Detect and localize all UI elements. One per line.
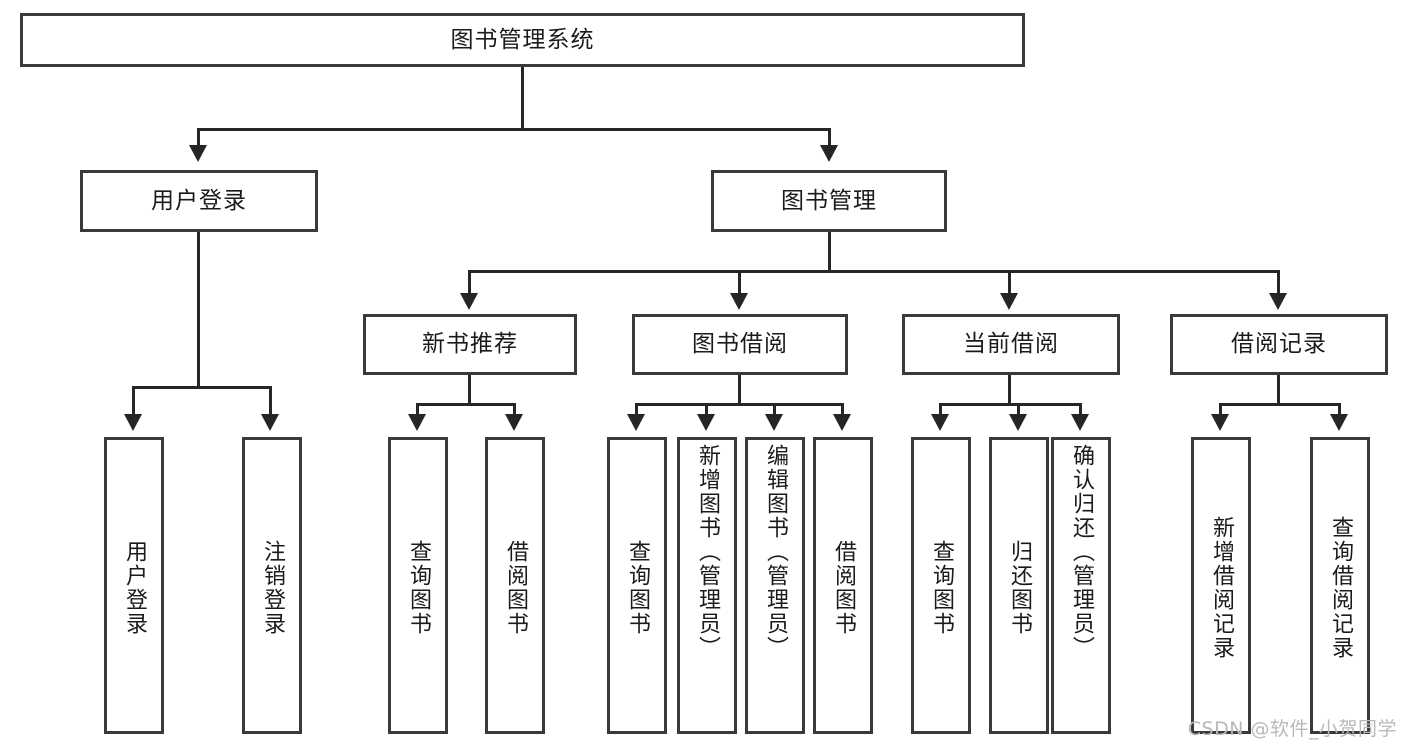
connector-root-bus	[197, 128, 831, 131]
node-book-management-label: 图书管理	[781, 187, 877, 214]
connector-bookmgmt-to-current	[1008, 270, 1011, 294]
arrowhead-records-to-leaf2	[1330, 414, 1348, 431]
connector-borrow-bus	[635, 403, 843, 406]
connector-current-to-leaf1	[939, 403, 942, 415]
connector-newbook-to-leaf2	[513, 403, 516, 415]
leaf-logout[interactable]: 注销登录	[242, 437, 302, 734]
node-root-label: 图书管理系统	[450, 26, 595, 53]
node-book-management[interactable]: 图书管理	[711, 170, 947, 232]
leaf-query-books-recommend[interactable]: 查询图书	[388, 437, 448, 734]
connector-login-to-leaf2	[269, 386, 272, 415]
arrowhead-borrow-to-leaf2	[697, 414, 715, 431]
connector-borrow-stem	[738, 375, 741, 405]
node-book-borrow-label: 图书借阅	[692, 331, 788, 358]
leaf-logout-label: 注销登录	[259, 539, 285, 636]
arrowhead-current-to-leaf1	[931, 414, 949, 431]
connector-records-to-leaf1	[1219, 403, 1222, 415]
arrowhead-login-to-leaf1	[124, 414, 142, 431]
leaf-edit-book-admin[interactable]: 编辑图书（管理员）	[745, 437, 805, 734]
arrowhead-current-to-leaf3	[1071, 414, 1089, 431]
leaf-query-borrow-record[interactable]: 查询借阅记录	[1310, 437, 1370, 734]
node-book-borrow[interactable]: 图书借阅	[632, 314, 848, 375]
node-borrow-records[interactable]: 借阅记录	[1170, 314, 1388, 375]
arrowhead-newbook-to-leaf2	[505, 414, 523, 431]
arrowhead-bookmgmt-to-current	[1000, 293, 1018, 310]
connector-newbook-bus	[416, 403, 515, 406]
leaf-add-book-admin[interactable]: 新增图书（管理员）	[677, 437, 737, 734]
connector-root-stem	[521, 67, 524, 130]
connector-bookmgmt-to-newbook	[468, 270, 471, 294]
arrowhead-borrow-to-leaf1	[627, 414, 645, 431]
connector-records-bus	[1219, 403, 1341, 406]
connector-root-to-login	[197, 128, 200, 147]
connector-newbook-to-leaf1	[416, 403, 419, 415]
connector-root-to-bookmgmt	[828, 128, 831, 147]
arrowhead-bookmgmt-to-records	[1269, 293, 1287, 310]
leaf-query-borrow-record-label: 查询借阅记录	[1327, 515, 1353, 660]
connector-bookmgmt-to-borrow	[738, 270, 741, 294]
arrowhead-records-to-leaf1	[1211, 414, 1229, 431]
leaf-query-books-recommend-label: 查询图书	[405, 539, 431, 636]
arrowhead-current-to-leaf2	[1009, 414, 1027, 431]
leaf-borrow-books-recommend-label: 借阅图书	[502, 539, 528, 636]
node-borrow-records-label: 借阅记录	[1231, 331, 1327, 358]
connector-current-to-leaf3	[1079, 403, 1082, 415]
node-root[interactable]: 图书管理系统	[20, 13, 1025, 67]
leaf-query-books-current[interactable]: 查询图书	[911, 437, 971, 734]
connector-borrow-to-leaf3	[773, 403, 776, 415]
connector-current-to-leaf2	[1017, 403, 1020, 415]
connector-current-stem	[1008, 375, 1011, 405]
leaf-query-books-borrow-label: 查询图书	[624, 539, 650, 636]
arrowhead-newbook-to-leaf1	[408, 414, 426, 431]
leaf-borrow-books[interactable]: 借阅图书	[813, 437, 873, 734]
connector-bookmgmt-bus	[468, 270, 1280, 273]
connector-records-to-leaf2	[1338, 403, 1341, 415]
leaf-query-books-borrow[interactable]: 查询图书	[607, 437, 667, 734]
node-user-login[interactable]: 用户登录	[80, 170, 318, 232]
leaf-confirm-return-admin[interactable]: 确认归还（管理员）	[1051, 437, 1111, 734]
arrowhead-bookmgmt-to-borrow	[730, 293, 748, 310]
leaf-query-books-current-label: 查询图书	[928, 539, 954, 636]
connector-records-stem	[1277, 375, 1280, 405]
arrowhead-bookmgmt-to-newbook	[460, 293, 478, 310]
leaf-edit-book-admin-label: 编辑图书（管理员）	[762, 444, 788, 660]
node-current-borrow[interactable]: 当前借阅	[902, 314, 1120, 375]
arrowhead-borrow-to-leaf4	[833, 414, 851, 431]
node-new-book-recommend[interactable]: 新书推荐	[363, 314, 577, 375]
leaf-user-login[interactable]: 用户登录	[104, 437, 164, 734]
arrowhead-root-to-login	[189, 145, 207, 162]
node-user-login-label: 用户登录	[151, 187, 247, 214]
leaf-add-borrow-record-label: 新增借阅记录	[1208, 515, 1234, 660]
leaf-return-books[interactable]: 归还图书	[989, 437, 1049, 734]
leaf-confirm-return-admin-label: 确认归还（管理员）	[1068, 444, 1094, 660]
leaf-add-borrow-record[interactable]: 新增借阅记录	[1191, 437, 1251, 734]
leaf-borrow-books-recommend[interactable]: 借阅图书	[485, 437, 545, 734]
connector-bookmgmt-stem	[828, 232, 831, 272]
node-current-borrow-label: 当前借阅	[963, 331, 1059, 358]
arrowhead-login-to-leaf2	[261, 414, 279, 431]
node-new-book-recommend-label: 新书推荐	[422, 331, 518, 358]
connector-borrow-to-leaf4	[841, 403, 844, 415]
leaf-borrow-books-label: 借阅图书	[830, 539, 856, 636]
connector-login-stem	[197, 232, 200, 388]
leaf-user-login-label: 用户登录	[121, 539, 147, 636]
leaf-add-book-admin-label: 新增图书（管理员）	[694, 444, 720, 660]
connector-borrow-to-leaf2	[705, 403, 708, 415]
connector-login-bus	[132, 386, 272, 389]
connector-borrow-to-leaf1	[635, 403, 638, 415]
connector-bookmgmt-to-records	[1277, 270, 1280, 294]
leaf-return-books-label: 归还图书	[1006, 539, 1032, 636]
arrowhead-borrow-to-leaf3	[765, 414, 783, 431]
connector-login-to-leaf1	[132, 386, 135, 415]
connector-current-bus	[939, 403, 1082, 406]
connector-newbook-stem	[468, 375, 471, 405]
arrowhead-root-to-bookmgmt	[820, 145, 838, 162]
